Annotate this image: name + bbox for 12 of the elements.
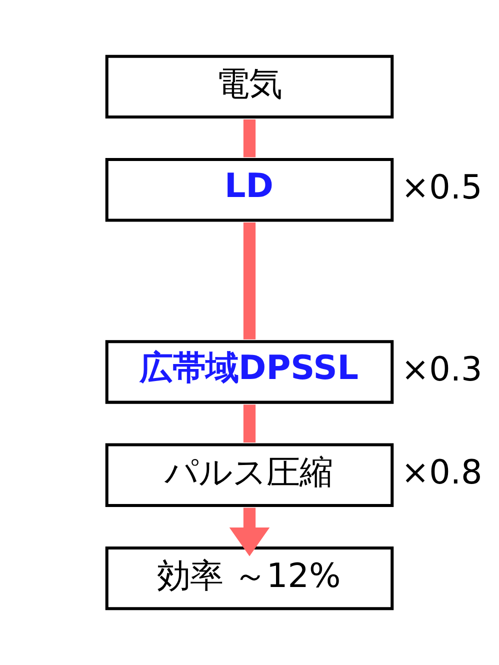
arrow [229,508,270,556]
node-box: 効率 ～12% [105,546,394,610]
node-box: LD [105,158,394,222]
connector [243,119,256,158]
node-label: ×0.3 [401,349,482,388]
node-box: 電気 [105,54,394,119]
connector [243,404,256,442]
node-label: ×0.8 [401,452,482,492]
node-box: 広帯域DPSSL [105,340,394,404]
node-box: パルス圧縮 [105,443,394,507]
connector [243,222,256,340]
node-label: ×0.5 [401,167,482,206]
